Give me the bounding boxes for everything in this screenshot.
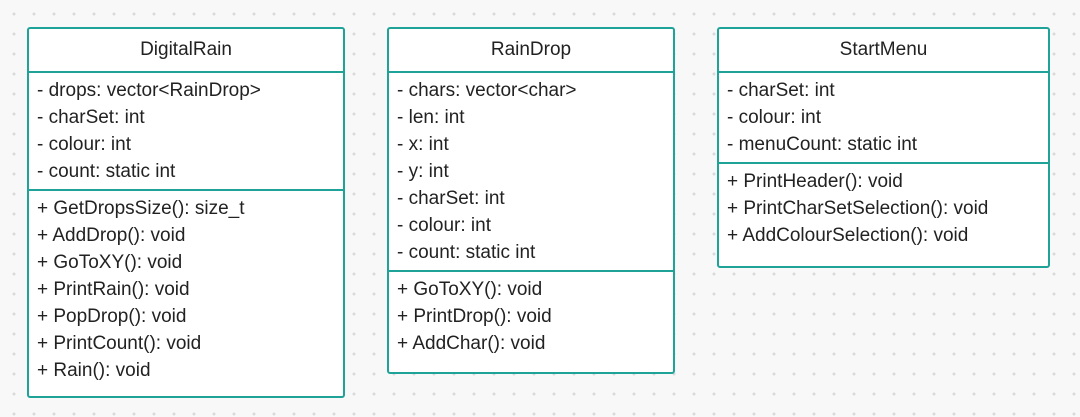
attribute: - x: int <box>397 134 449 155</box>
attribute: - colour: int <box>37 134 131 155</box>
method: + PrintHeader(): void <box>727 171 903 192</box>
class-box-digitalrain[interactable]: DigitalRain - drops: vector<RainDrop> - … <box>27 27 345 398</box>
class-name: StartMenu <box>719 29 1048 73</box>
class-name: RainDrop <box>389 29 673 73</box>
class-name: DigitalRain <box>29 29 343 73</box>
method: + GetDropsSize(): size_t <box>37 198 245 219</box>
attribute: - y: int <box>397 161 449 182</box>
attribute: - charSet: int <box>37 107 145 128</box>
method: + PrintCharSetSelection(): void <box>727 198 989 219</box>
methods-section: + PrintHeader(): void + PrintCharSetSele… <box>719 162 1048 253</box>
attribute: - colour: int <box>397 215 491 236</box>
attribute: - count: static int <box>37 161 176 182</box>
attributes-section: - chars: vector<char> - len: int - x: in… <box>389 73 673 270</box>
attributes-section: - drops: vector<RainDrop> - charSet: int… <box>29 73 343 189</box>
method: + PrintCount(): void <box>37 333 202 354</box>
methods-section: + GoToXY(): void + PrintDrop(): void + A… <box>389 270 673 361</box>
method: + PopDrop(): void <box>37 306 187 327</box>
class-box-startmenu[interactable]: StartMenu - charSet: int - colour: int -… <box>717 27 1050 268</box>
attribute: - charSet: int <box>727 80 835 101</box>
attribute: - drops: vector<RainDrop> <box>37 80 261 101</box>
attribute: - count: static int <box>397 242 536 263</box>
method: + GoToXY(): void <box>37 252 183 273</box>
attribute: - len: int <box>397 107 465 128</box>
method: + AddDrop(): void <box>37 225 186 246</box>
attribute: - charSet: int <box>397 188 505 209</box>
method: + PrintRain(): void <box>37 279 190 300</box>
attribute: - colour: int <box>727 107 821 128</box>
attribute: - chars: vector<char> <box>397 80 577 101</box>
method: + Rain(): void <box>37 360 151 381</box>
method: + AddColourSelection(): void <box>727 225 969 246</box>
method: + GoToXY(): void <box>397 279 543 300</box>
attribute: - menuCount: static int <box>727 134 918 155</box>
method: + PrintDrop(): void <box>397 306 552 327</box>
methods-section: + GetDropsSize(): size_t + AddDrop(): vo… <box>29 189 343 388</box>
class-box-raindrop[interactable]: RainDrop - chars: vector<char> - len: in… <box>387 27 675 374</box>
attributes-section: - charSet: int - colour: int - menuCount… <box>719 73 1048 162</box>
method: + AddChar(): void <box>397 333 546 354</box>
